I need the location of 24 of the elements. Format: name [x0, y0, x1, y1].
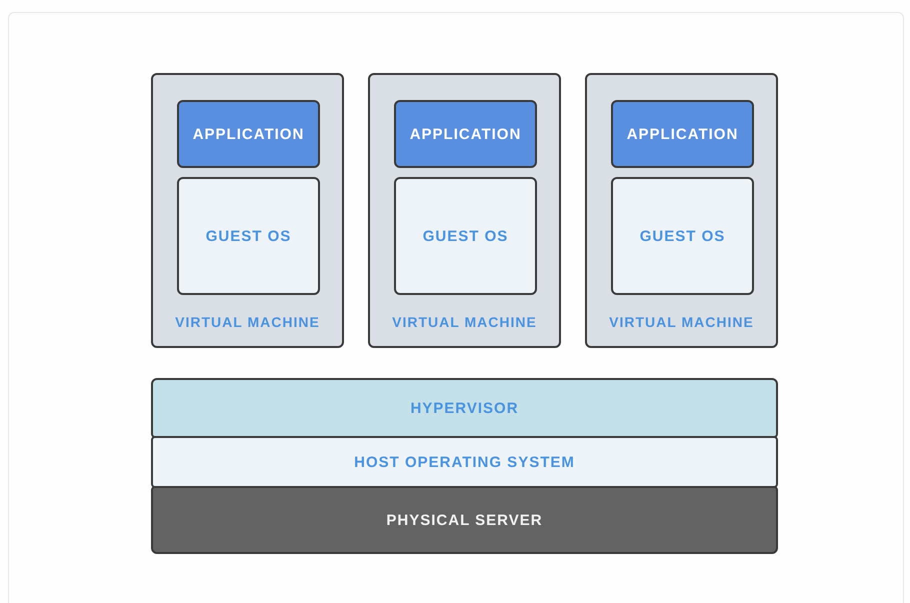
layer-label: VIRTUAL MACHINE: [175, 314, 320, 330]
layer-label: GUEST OS: [206, 228, 292, 244]
guest-os-box: [611, 177, 754, 295]
virtual-machine-box: [368, 73, 561, 348]
physical-server-layer: [151, 486, 778, 554]
layer-label: APPLICATION: [626, 126, 738, 142]
layer-label: VIRTUAL MACHINE: [392, 314, 537, 330]
layer-label: APPLICATION: [410, 126, 522, 142]
layer-label: GUEST OS: [422, 228, 508, 244]
application-box: [394, 100, 537, 168]
layer-label: HYPERVISOR: [410, 400, 519, 416]
hypervisor-layer: [151, 378, 778, 438]
layer-label: GUEST OS: [640, 228, 726, 244]
layer-label: VIRTUAL MACHINE: [609, 314, 754, 330]
application-box: [177, 100, 320, 168]
guest-os-box: [394, 177, 537, 295]
virtual-machine-box: [585, 73, 778, 348]
virtual-machine-box: [151, 73, 344, 348]
layer-label: APPLICATION: [192, 126, 304, 142]
layer-label: PHYSICAL SERVER: [386, 512, 543, 528]
guest-os-box: [177, 177, 320, 295]
layer-label: HOST OPERATING SYSTEM: [354, 454, 575, 470]
application-box: [611, 100, 754, 168]
host-os-layer: [151, 436, 778, 488]
